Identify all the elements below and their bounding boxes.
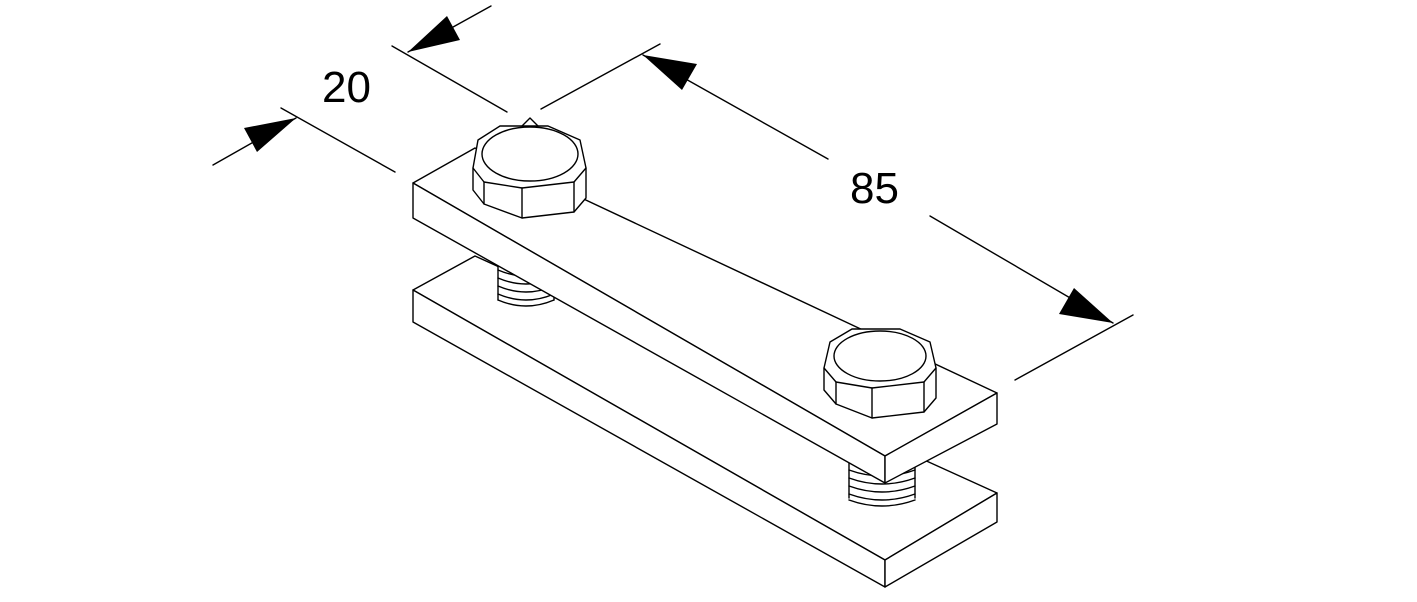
- width-arrow-lower: [244, 118, 296, 152]
- length-dimension-label: 85: [850, 164, 899, 213]
- left-bolt-head: [472, 117, 587, 219]
- right-bolt-head: [823, 328, 937, 419]
- upper-plate-end-face: [884, 392, 998, 484]
- length-extension-line-front: [1014, 314, 1134, 381]
- length-dimension: 85: [540, 43, 1134, 381]
- right-bolt-cap: [833, 330, 927, 382]
- width-dimension-label: 20: [322, 63, 371, 112]
- width-extension-line-front: [280, 107, 396, 173]
- lower-plate-end-face: [884, 492, 998, 588]
- width-dimension: 20: [212, 5, 508, 173]
- length-arrow-upper: [643, 55, 697, 90]
- length-extension-line-back: [540, 43, 661, 110]
- left-bolt-cap: [481, 126, 579, 182]
- width-arrow-upper: [408, 16, 460, 52]
- width-extension-line-back: [391, 45, 508, 113]
- length-arrow-lower: [1059, 288, 1113, 323]
